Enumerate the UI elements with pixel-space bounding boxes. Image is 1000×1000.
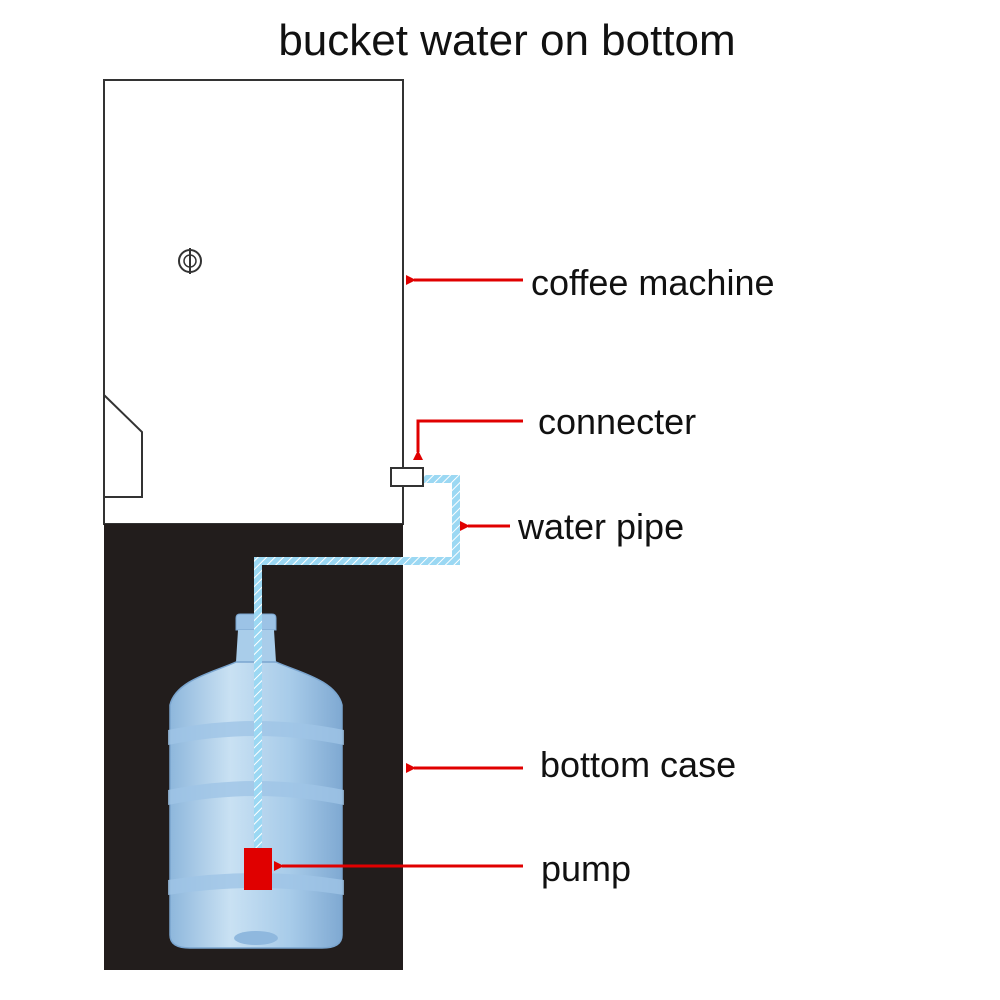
coffee-machine-label: coffee machine — [531, 262, 775, 303]
coffee-machine-body — [103, 79, 404, 525]
diagram-title: bucket water on bottom — [278, 16, 735, 65]
power-knob-icon — [178, 248, 202, 274]
pump — [244, 848, 272, 890]
water-pipe — [254, 475, 460, 855]
connecter — [390, 467, 424, 487]
water-pipe-label: water pipe — [517, 506, 684, 547]
pump-label: pump — [541, 848, 631, 889]
connecter-label: connecter — [538, 401, 696, 442]
bottom-case-label: bottom case — [540, 744, 736, 785]
connecter-arrow — [413, 419, 523, 460]
side-panel-outline — [103, 394, 143, 498]
